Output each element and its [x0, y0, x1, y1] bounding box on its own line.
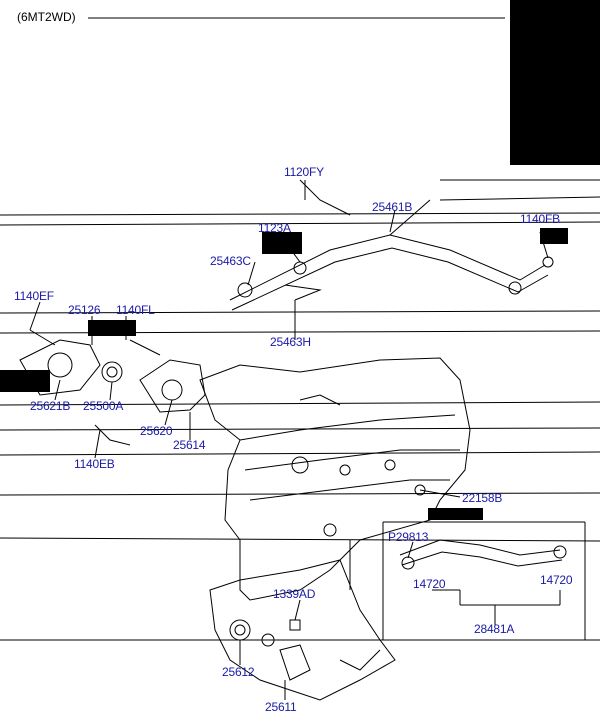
part-label-1140FB[interactable]: 1140FB — [520, 212, 560, 226]
part-label-25620[interactable]: 25620 — [140, 424, 173, 438]
part-label-25500A[interactable]: 25500A — [83, 399, 124, 413]
part-label-22158B[interactable]: 22158B — [462, 491, 503, 505]
scan-block-mid — [428, 508, 483, 520]
part-label-14720-left[interactable]: 14720 — [413, 577, 446, 591]
part-label-25612[interactable]: 25612 — [222, 665, 255, 679]
part-label-1339AD[interactable]: 1339AD — [273, 587, 316, 601]
scan-block-label-3 — [88, 320, 136, 336]
part-label-25126[interactable]: 25126 — [68, 303, 101, 317]
part-label-1123A[interactable]: 1123A — [258, 221, 291, 235]
variant-header: (6MT2WD) — [17, 10, 76, 24]
part-label-1140EB[interactable]: 1140EB — [74, 457, 115, 471]
scan-block-label-2 — [540, 228, 568, 244]
part-label-25463H[interactable]: 25463H — [270, 335, 311, 349]
scan-block-top-right — [510, 0, 600, 165]
part-label-25463C[interactable]: 25463C — [210, 254, 251, 268]
scan-block-left — [0, 370, 50, 392]
part-label-28481A[interactable]: 28481A — [474, 622, 515, 636]
part-label-1120FY[interactable]: 1120FY — [284, 165, 324, 179]
part-label-14720-right[interactable]: 14720 — [540, 573, 573, 587]
scan-block-label-1 — [262, 232, 302, 254]
part-label-25611[interactable]: 25611 — [265, 700, 297, 714]
part-label-1140FL[interactable]: 1140FL — [116, 303, 155, 317]
part-label-P29813[interactable]: P29813 — [388, 530, 429, 544]
part-label-25614[interactable]: 25614 — [173, 438, 206, 452]
part-label-25621B[interactable]: 25621B — [30, 399, 71, 413]
part-label-1140EF[interactable]: 1140EF — [14, 289, 54, 303]
part-label-25461B[interactable]: 25461B — [372, 200, 413, 214]
